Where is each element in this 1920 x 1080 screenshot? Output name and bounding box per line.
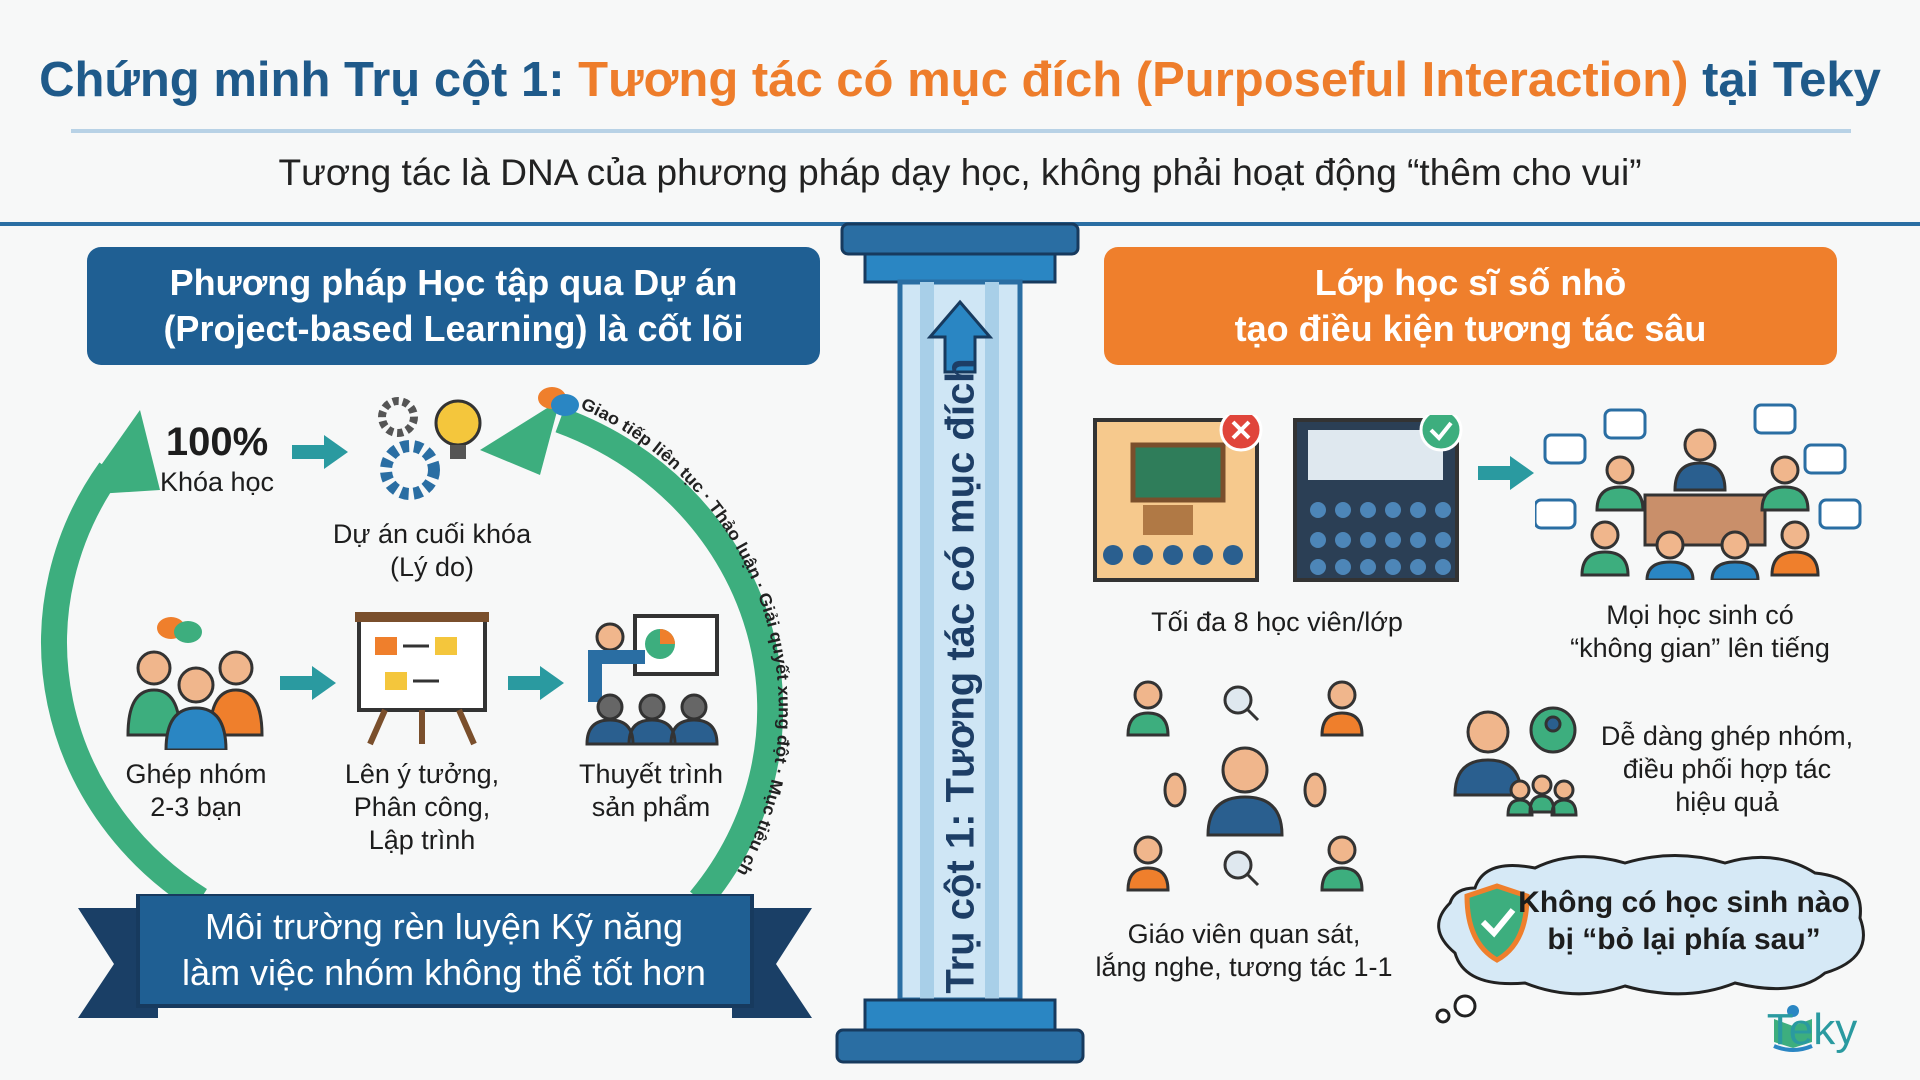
cycle-arc-right — [555, 407, 784, 909]
chat-icon — [538, 387, 579, 416]
pbl-line-2: (Project-based Learning) là cốt lõi — [163, 308, 744, 349]
cycle-arc-left — [41, 462, 207, 911]
pillar-label: Trụ cột 1: Tương tác có mục đích — [938, 358, 983, 994]
small-class-line-2: tạo điều kiện tương tác sâu — [1234, 308, 1707, 349]
class-size-label: Tối đa 8 học viên/lớp — [1151, 607, 1403, 637]
arrow-right-icon — [508, 666, 564, 700]
small-class-line-1: Lớp học sĩ số nhỏ — [1314, 262, 1627, 303]
teky-logo-text: Teky — [1766, 1005, 1858, 1054]
stat-label: Khóa học — [159, 467, 275, 497]
pbl-line-1: Phương pháp Học tập qua Dự án — [169, 262, 738, 303]
subtitle: Tương tác là DNA của phương pháp dạy học… — [278, 152, 1642, 193]
whiteboard-icon — [355, 612, 489, 746]
teky-logo-icon — [1773, 1005, 1813, 1052]
title-prefix: Chứng minh Trụ cột 1: — [39, 53, 579, 107]
pillar — [835, 222, 1085, 1064]
teacher-label: Giáo viên quan sát,lắng nghe, tương tác … — [1095, 919, 1393, 982]
grouping-icon — [1453, 706, 1578, 817]
title-highlight: Tương tác có mục đích (Purposeful Intera… — [578, 53, 1689, 107]
arrow-right-icon — [280, 666, 336, 700]
stat-value: 100% — [165, 420, 269, 464]
up-arrow-icon — [926, 299, 994, 374]
crowded-lecture-icon — [1293, 415, 1463, 582]
group-people-icon — [126, 617, 264, 750]
large-classroom-icon — [1093, 415, 1263, 582]
pbl-heading: Phương pháp Học tập qua Dự án (Project-ba… — [87, 247, 820, 365]
title-underline — [71, 129, 1851, 133]
cycle-arrowhead-right — [480, 400, 560, 475]
shield-check-icon — [1464, 883, 1530, 963]
arrow-right-icon — [292, 435, 348, 469]
step-2-label: Lên ý tưởng,Phân công,Lập trình — [344, 759, 500, 855]
teacher-observe-icon — [1126, 680, 1364, 892]
discussion-table-icon — [1535, 403, 1862, 580]
banner-ribbon — [78, 894, 812, 1018]
arrow-right-icon — [1478, 456, 1534, 490]
title-suffix: tại Teky — [1688, 53, 1881, 107]
gear-lightbulb-icon — [378, 397, 482, 500]
voice-label: Mọi học sinh có“không gian” lên tiếng — [1570, 600, 1830, 663]
project-label: Dự án cuối khóa(Lý do) — [332, 519, 532, 582]
page-title: Chứng minh Trụ cột 1: Tương tác có mục đ… — [39, 52, 1881, 108]
thought-cloud — [1435, 854, 1865, 1024]
small-class-heading: Lớp học sĩ số nhỏ tạo điều kiện tương tác… — [1104, 247, 1837, 365]
presentation-icon — [585, 614, 719, 746]
cycle-arrowhead-left — [80, 410, 160, 495]
